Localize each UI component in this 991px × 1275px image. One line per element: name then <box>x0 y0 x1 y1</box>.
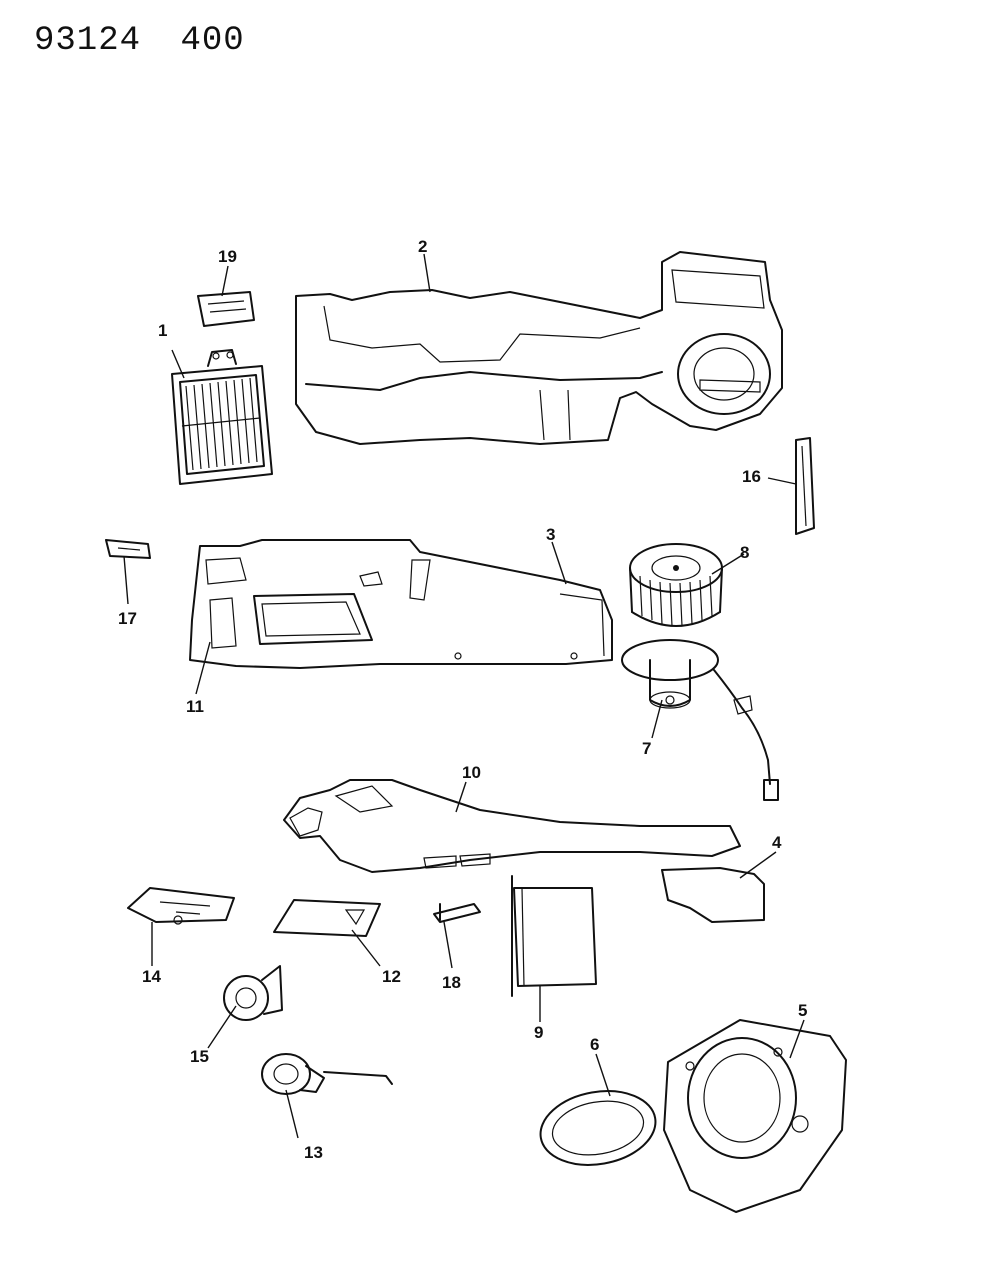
callout-13: 13 <box>304 1143 323 1162</box>
callout-4: 4 <box>772 833 782 852</box>
part-16-bracket <box>795 437 815 535</box>
callout-labels: 1 2 3 4 5 6 7 8 9 10 11 12 13 14 15 16 1… <box>118 237 807 1162</box>
diagram-code: 93124 <box>34 22 142 60</box>
callout-12: 12 <box>382 967 401 986</box>
part-1-heater-core <box>171 349 273 485</box>
callout-9: 9 <box>534 1023 543 1042</box>
diagram-page: 400 <box>180 22 245 60</box>
callout-19: 19 <box>218 247 237 266</box>
part-5-blower-housing <box>663 1019 847 1213</box>
part-8-blower-wheel <box>629 543 723 627</box>
callout-14: 14 <box>142 967 161 986</box>
leader-lines <box>123 253 805 1139</box>
part-18-pivot <box>433 903 481 923</box>
part-12-plate <box>273 899 381 937</box>
diagram-header: 93124 400 <box>34 22 263 60</box>
part-17-connector <box>105 539 151 559</box>
callout-17: 17 <box>118 609 137 628</box>
callout-6: 6 <box>590 1035 599 1054</box>
part-6-gasket <box>539 1090 657 1166</box>
callout-8: 8 <box>740 543 749 562</box>
callout-11: 11 <box>186 697 204 716</box>
callout-16: 16 <box>742 467 761 486</box>
callout-5: 5 <box>798 1001 807 1020</box>
part-15-actuator <box>223 965 283 1021</box>
part-13-actuator <box>261 1053 393 1095</box>
part-7-blower-motor <box>621 639 779 801</box>
part-9-core <box>511 875 597 997</box>
callout-7: 7 <box>642 739 651 758</box>
part-3-lower-housing <box>189 539 613 669</box>
callout-15: 15 <box>190 1047 209 1066</box>
callout-3: 3 <box>546 525 555 544</box>
part-19-plate <box>197 291 255 327</box>
part-14-lever <box>127 887 235 925</box>
part-4-door <box>661 867 765 923</box>
callout-10: 10 <box>462 763 481 782</box>
part-10-duct <box>283 779 741 873</box>
part-2-heater-housing <box>295 251 783 445</box>
callout-2: 2 <box>418 237 427 256</box>
callout-18: 18 <box>442 973 461 992</box>
callout-1: 1 <box>158 321 167 340</box>
